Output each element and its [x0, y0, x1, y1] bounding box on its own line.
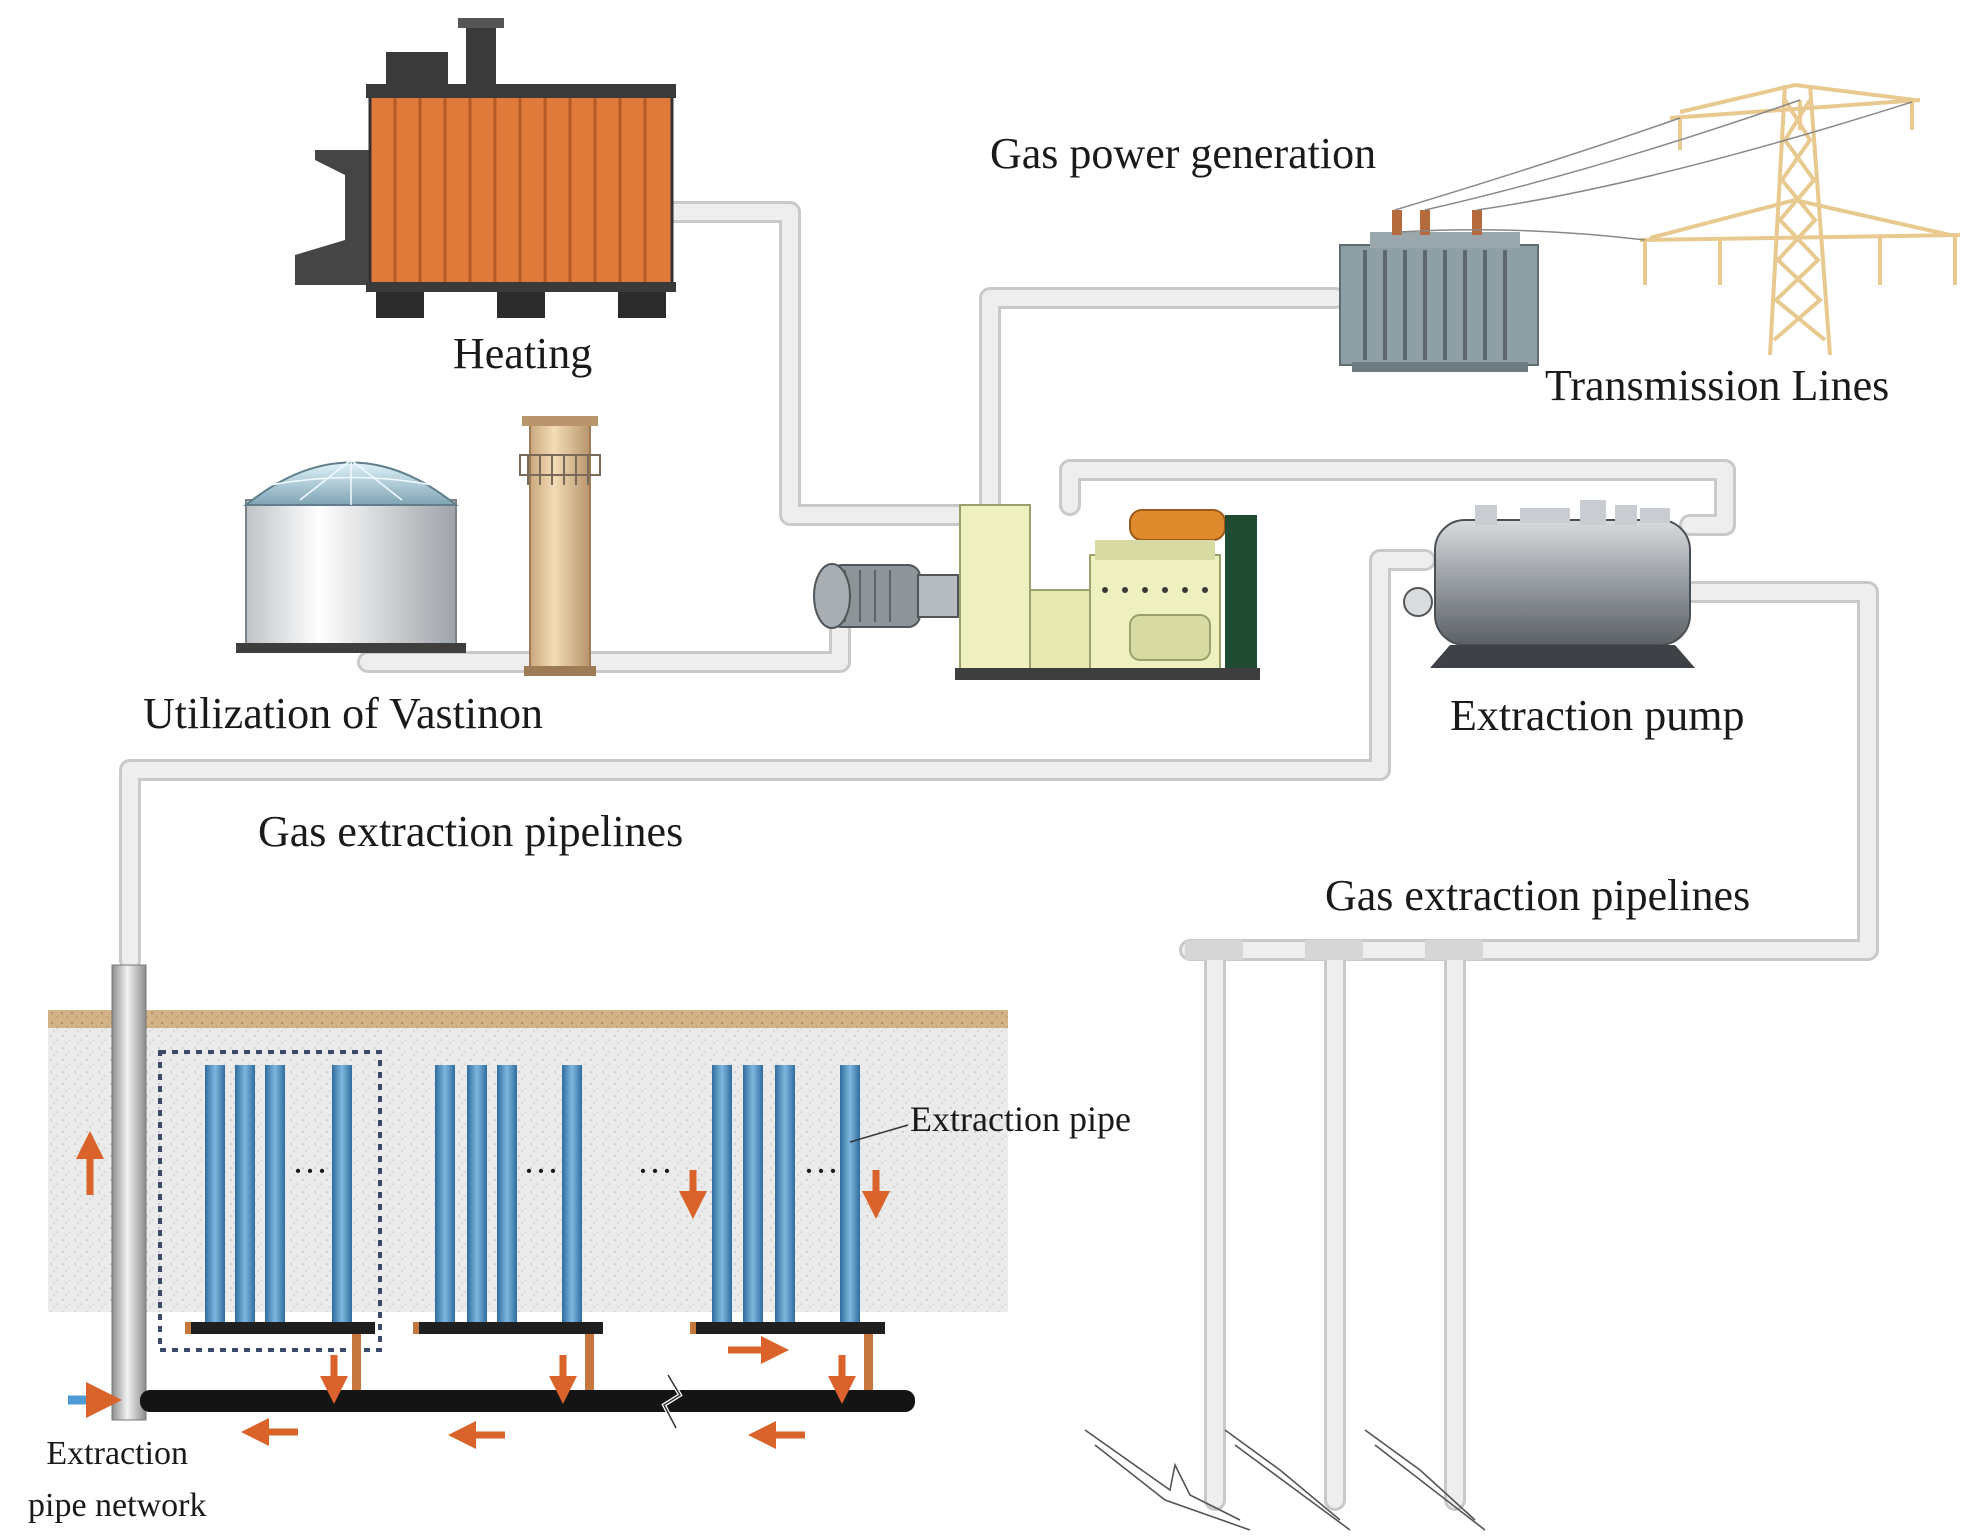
extraction-pipes-group-3 — [695, 1065, 885, 1334]
label-heating: Heating — [453, 329, 593, 378]
transformer-icon — [1339, 210, 1539, 372]
extraction-pipes-group-1 — [190, 1065, 375, 1334]
label-network-line2: pipe network — [28, 1487, 207, 1524]
ellipsis-4: ··· — [803, 1151, 839, 1191]
extraction-pipes-group-2 — [418, 1065, 603, 1334]
label-extraction-pump: Extraction pump — [1450, 691, 1745, 740]
boreholes-right — [1084, 1429, 1486, 1531]
blower-icon — [813, 563, 959, 629]
label-transmission-lines: Transmission Lines — [1545, 361, 1890, 410]
boiler-icon — [295, 18, 676, 318]
label-extraction-pipe-network: Extraction pipe network — [28, 1428, 206, 1532]
ellipsis-2: ··· — [523, 1151, 559, 1191]
label-gas-extraction-pipelines-right: Gas extraction pipelines — [1325, 871, 1751, 920]
label-utilization: Utilization of Vastinon — [143, 689, 544, 738]
extraction-pump-icon — [1403, 500, 1695, 668]
flow-arrows — [76, 1131, 890, 1449]
ellipsis-1: ··· — [292, 1151, 328, 1191]
label-extraction-pipe: Extraction pipe — [910, 1099, 1131, 1139]
label-gas-power-generation: Gas power generation — [990, 129, 1377, 178]
gas-storage-tank-icon — [236, 459, 466, 653]
label-gas-extraction-pipelines-left: Gas extraction pipelines — [258, 807, 684, 856]
underground-section — [48, 964, 1008, 1449]
generator-set-icon — [955, 504, 1260, 680]
surface-pipelines — [119, 201, 1879, 1511]
chimney-icon — [519, 416, 601, 676]
transmission-tower-icon — [1394, 82, 1961, 356]
label-network-line1: Extraction — [46, 1435, 189, 1472]
ellipsis-3: ··· — [637, 1151, 673, 1191]
